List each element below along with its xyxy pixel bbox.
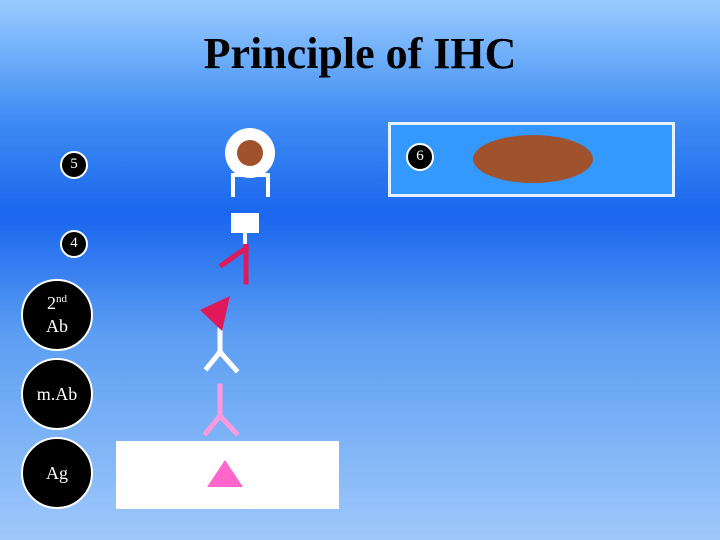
slide-title: Principle of IHC [203, 29, 517, 78]
chromogen-deposit [473, 135, 593, 183]
secondary-antibody-y [203, 327, 240, 374]
complex-bracket [231, 173, 270, 197]
step-4-marker: 4 [60, 230, 88, 258]
step-6-marker: 6 [406, 143, 434, 171]
enzyme-square [231, 213, 259, 233]
secondary-antibody-marker-line2: Ab [46, 316, 68, 336]
label-triangle [200, 296, 230, 331]
linker-bracket [218, 243, 250, 285]
monoclonal-antibody-marker: m.Ab [21, 358, 93, 430]
step-5-marker: 5 [60, 151, 88, 179]
antigen-triangle [207, 460, 243, 487]
secondary-antibody-marker-line1: 2nd [47, 293, 67, 314]
antigen-marker: Ag [21, 437, 93, 509]
secondary-antibody-marker: 2nd Ab [21, 279, 93, 351]
enzyme-complex-core [237, 140, 263, 166]
primary-antibody-y [202, 383, 240, 437]
